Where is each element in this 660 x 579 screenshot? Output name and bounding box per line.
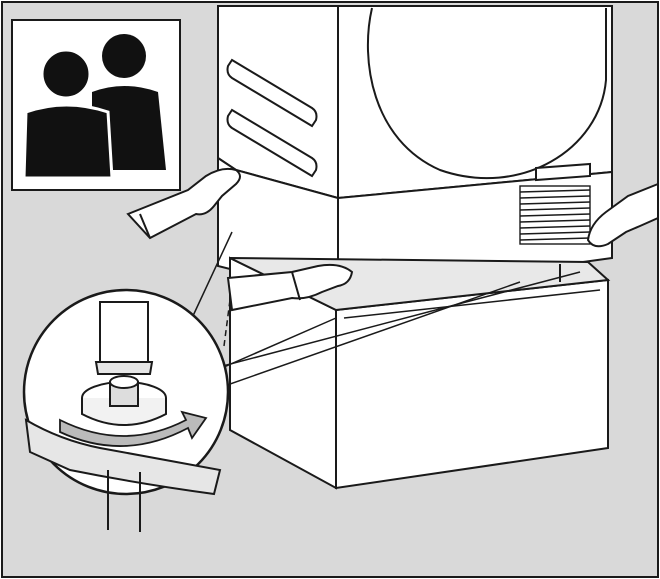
dryer-door (366, 7, 607, 180)
right-hand (586, 182, 659, 248)
side-vents (226, 58, 318, 178)
left-hand (126, 167, 241, 240)
leveling-foot-detail (22, 288, 230, 532)
clockwise-arrow-icon (59, 410, 208, 447)
dryer-appliance (217, 5, 613, 298)
two-persons-icon (22, 34, 166, 180)
two-persons-badge (11, 19, 181, 191)
lower-hand (226, 263, 354, 312)
front-grille (519, 185, 591, 245)
plinth-handle (535, 162, 591, 182)
